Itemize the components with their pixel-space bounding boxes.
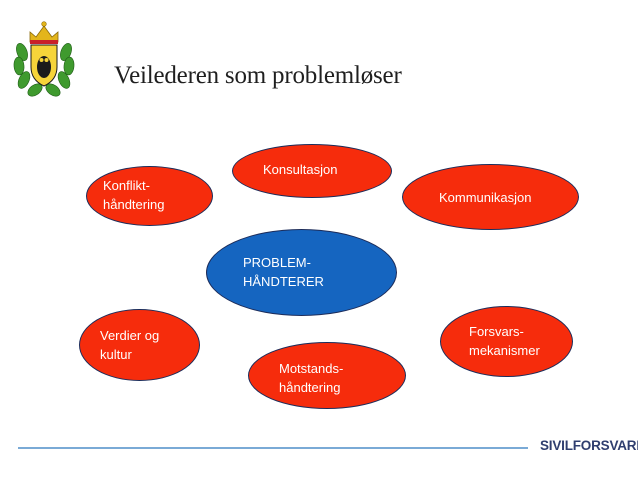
node-verdier-og-kultur-label: Verdier og kultur [100, 328, 160, 362]
node-problemhandterer-label: PROBLEM- HÅNDTERER [243, 255, 324, 289]
node-forsvarsmekanismer: Forsvars- mekanismer [440, 306, 573, 377]
node-konsultasjon: Konsultasjon [232, 144, 392, 198]
node-motstandshandtering: Motstands- håndtering [248, 342, 406, 409]
node-forsvarsmekanismer-label: Forsvars- mekanismer [469, 324, 540, 358]
node-konflikthandtering-label: Konflikt- håndtering [103, 178, 165, 212]
node-motstandshandtering-label: Motstands- håndtering [279, 361, 344, 395]
node-kommunikasjon-label: Kommunikasjon [439, 190, 532, 205]
slide-title: Veilederen som problemløser [114, 62, 402, 89]
footer-brand-logo: SIVILFORSVARET [540, 438, 638, 453]
node-konflikthandtering: Konflikt- håndtering [86, 166, 213, 226]
crest-emblem-icon [13, 21, 75, 97]
node-problemhandterer: PROBLEM- HÅNDTERER [206, 229, 397, 316]
node-konsultasjon-label: Konsultasjon [263, 162, 338, 177]
footer-divider [18, 447, 528, 449]
node-kommunikasjon: Kommunikasjon [402, 164, 579, 230]
node-verdier-og-kultur: Verdier og kultur [79, 309, 200, 381]
